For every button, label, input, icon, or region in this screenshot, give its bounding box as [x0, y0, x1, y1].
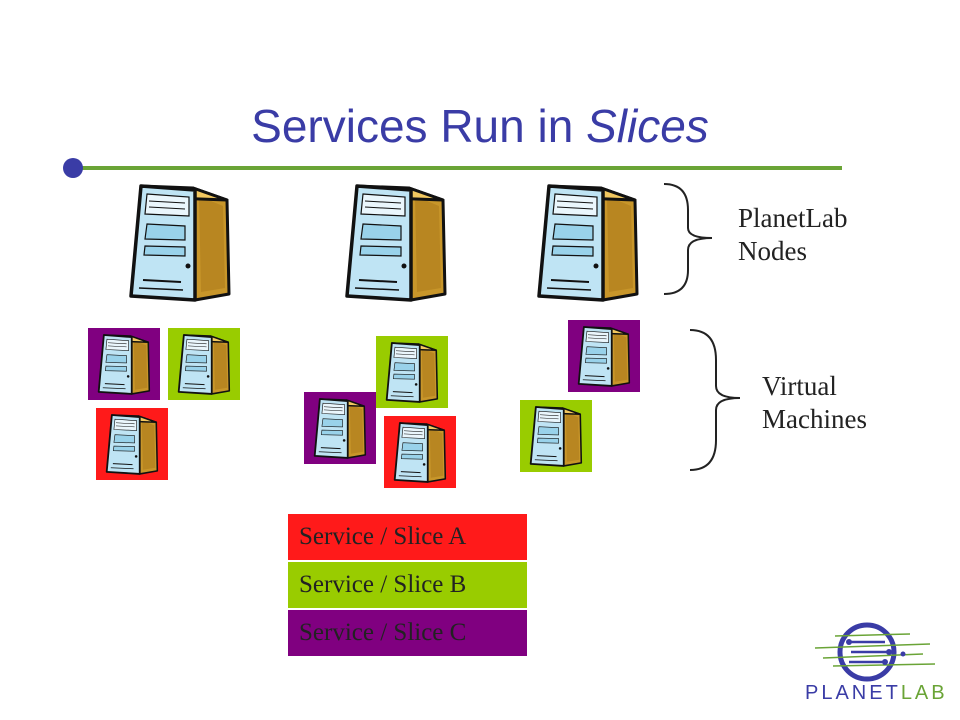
vm-slice-c-node-2 — [304, 392, 376, 464]
planetlab-node-2 — [340, 184, 452, 304]
legend-slice-a: Service / Slice A — [288, 514, 527, 560]
title-underline-dot — [63, 158, 83, 178]
logo-word-planet: PLANET — [805, 682, 901, 704]
vms-label-line1: Virtual — [762, 371, 837, 401]
vms-label-line2: Machines — [762, 404, 867, 434]
nodes-label-line1: PlanetLab — [738, 203, 848, 233]
legend-slice-c: Service / Slice C — [288, 610, 527, 656]
vm-slice-c-node-3 — [568, 320, 640, 392]
legend-slice-b: Service / Slice B — [288, 562, 527, 608]
vm-slice-b-node-2 — [376, 336, 448, 408]
planetlab-logo: PLANETLAB — [805, 618, 945, 713]
vm-slice-a-node-1 — [96, 408, 168, 480]
planetlab-node-3 — [532, 184, 644, 304]
logo-wordmark: PLANETLAB — [805, 682, 945, 705]
page-title: Services Run in Slices — [0, 98, 960, 154]
planetlab-globe-icon — [814, 622, 936, 682]
vm-slice-c-node-1 — [88, 328, 160, 400]
nodes-label: PlanetLab Nodes — [738, 202, 847, 268]
curly-brace-icon — [689, 329, 741, 471]
title-emphasis: Slices — [586, 100, 709, 152]
vm-slice-b-node-3 — [520, 400, 592, 472]
planetlab-node-1 — [124, 184, 236, 304]
curly-brace-icon — [663, 183, 713, 295]
title-underline — [72, 166, 842, 170]
vm-slice-b-node-1 — [168, 328, 240, 400]
vms-label: Virtual Machines — [762, 370, 867, 436]
vm-slice-a-node-2 — [384, 416, 456, 488]
title-main: Services Run in — [251, 100, 587, 152]
logo-word-lab: LAB — [900, 682, 948, 704]
nodes-label-line2: Nodes — [738, 236, 807, 266]
